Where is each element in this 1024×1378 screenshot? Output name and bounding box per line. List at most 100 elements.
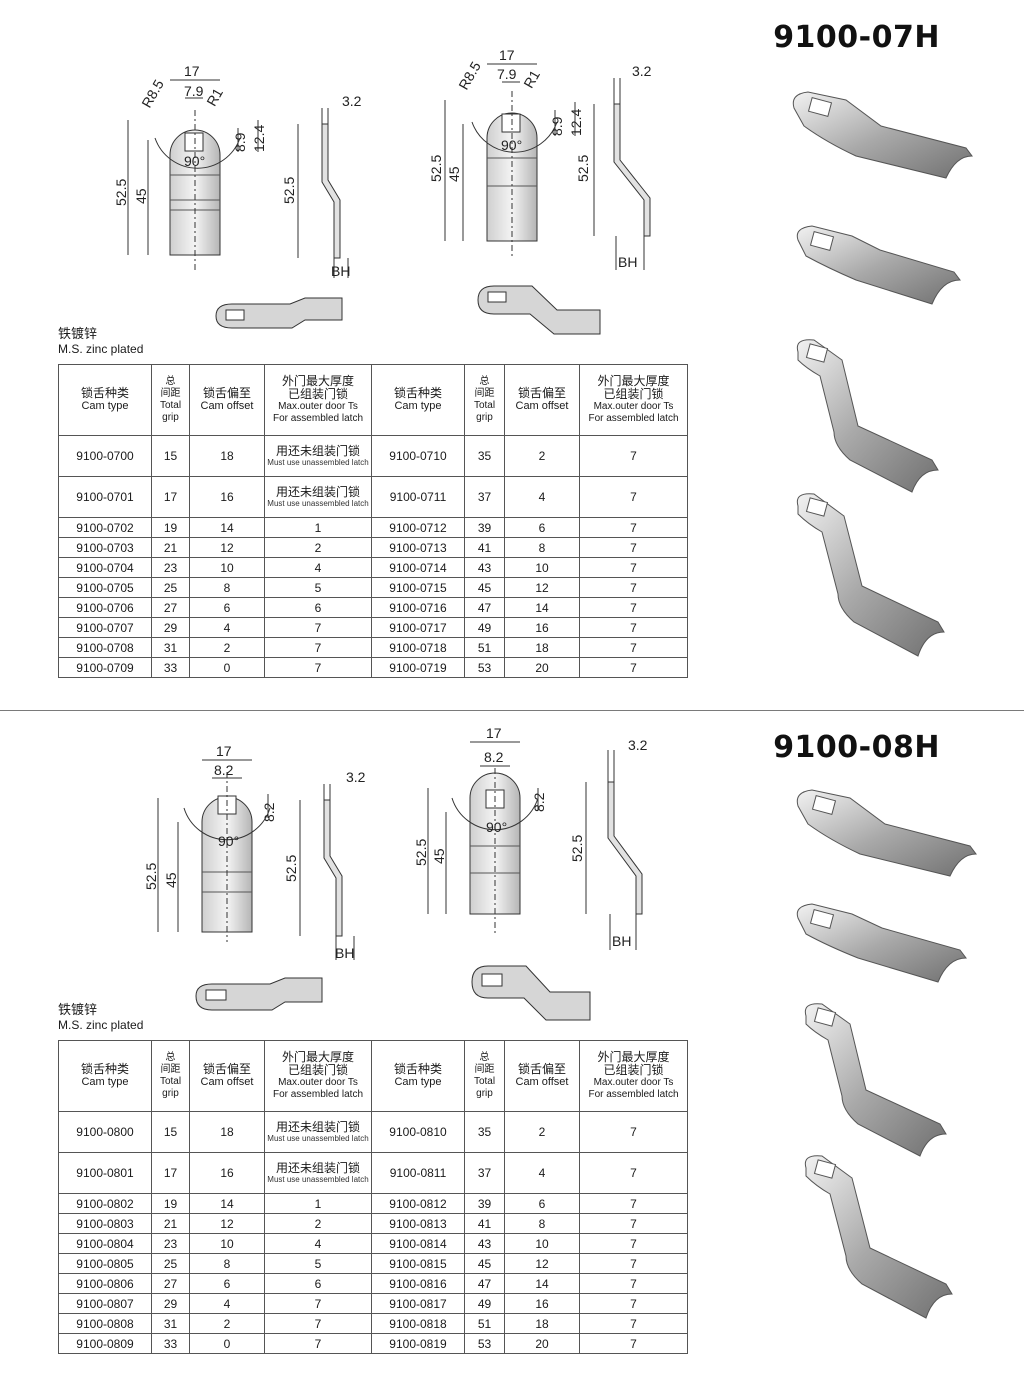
cam-photo [790, 784, 980, 889]
dim-lower: 45 [163, 872, 179, 888]
cam-offset-cell: 20 [504, 657, 580, 678]
cam-type-cell: 9100-0807 [58, 1293, 152, 1314]
total-grip-cell: 19 [151, 517, 190, 538]
front-view-drawing-b: 17 8.2 90° 8.2 52.5 45 [410, 718, 580, 938]
total-grip-cell: 29 [151, 617, 190, 638]
dim-r-outer: R8.5 [455, 59, 484, 93]
cam-offset-cell: 18 [189, 1111, 265, 1153]
cam-iso-render-small [466, 962, 601, 1027]
model-title: 9100-07H [773, 20, 940, 55]
max-door-cell: 5 [264, 577, 372, 598]
max-door-cell: 4 [264, 1233, 372, 1254]
cam-type-cell: 9100-0800 [58, 1111, 152, 1153]
max-door-cell: 7 [579, 1293, 688, 1314]
max-door-cell: 7 [264, 1333, 372, 1354]
cam-type-cell: 9100-0719 [371, 657, 465, 678]
cam-offset-cell: 18 [504, 637, 580, 658]
max-door-cell: 7 [264, 1313, 372, 1334]
material-cn: 铁镀锌 [58, 1002, 98, 1017]
cam-type-cell: 9100-0809 [58, 1333, 152, 1354]
side-view-drawing-b: 3.2 52.5 BH [566, 736, 666, 961]
dim-width: 17 [216, 743, 232, 759]
total-grip-cell: 25 [151, 577, 190, 598]
max-door-cell: 2 [264, 1213, 372, 1234]
unassembled-note-en: Must use unassembled latch [267, 1133, 369, 1143]
max-door-cell: 7 [579, 517, 688, 538]
total-grip-cell: 25 [151, 1253, 190, 1274]
cam-type-cell: 9100-0713 [371, 537, 465, 558]
total-grip-cell: 41 [464, 537, 505, 558]
cam-type-cell: 9100-0802 [58, 1193, 152, 1214]
total-grip-cell: 35 [464, 435, 505, 477]
cam-offset-cell: 2 [504, 1111, 580, 1153]
cam-offset-cell: 6 [189, 597, 265, 618]
total-grip-cell: 27 [151, 1273, 190, 1294]
cam-offset-cell: 4 [189, 1293, 265, 1314]
cam-type-cell: 9100-0817 [371, 1293, 465, 1314]
dim-thickness: 3.2 [346, 769, 366, 785]
total-grip-cell: 39 [464, 517, 505, 538]
cam-type-cell: 9100-0813 [371, 1213, 465, 1234]
model-title: 9100-08H [773, 730, 940, 765]
dim-angle: 90° [501, 137, 522, 153]
cam-type-cell: 9100-0705 [58, 577, 152, 598]
side-view-drawing-a: 3.2 52.5 BH [278, 88, 378, 288]
cam-photo [800, 1152, 960, 1327]
cam-photo [792, 490, 952, 665]
cam-iso-render-small [472, 282, 612, 342]
cam-type-cell: 9100-0717 [371, 617, 465, 638]
dim-r-inner: R1 [203, 85, 226, 109]
dim-bh: BH [335, 945, 354, 961]
total-grip-cell: 53 [464, 657, 505, 678]
dim-side-height: 52.5 [281, 177, 297, 204]
cam-offset-cell: 12 [189, 1213, 265, 1234]
cam-offset-cell: 16 [504, 617, 580, 638]
dim-square: 8.2 [484, 749, 504, 765]
max-door-cell: 7 [579, 1273, 688, 1294]
material-en: M.S. zinc plated [58, 342, 144, 356]
front-view-drawing-a: 17 8.2 90° 8.2 52.5 45 [130, 742, 290, 942]
cam-offset-cell: 8 [189, 1253, 265, 1274]
dim-lower: 45 [133, 188, 149, 204]
cam-offset-cell: 8 [189, 577, 265, 598]
max-door-cell: 6 [264, 597, 372, 618]
dim-square: 7.9 [497, 66, 517, 82]
max-door-cell: 4 [264, 557, 372, 578]
material-label: 铁镀锌 M.S. zinc plated [58, 1002, 143, 1033]
dim-thickness: 3.2 [342, 93, 362, 109]
cam-type-cell: 9100-0715 [371, 577, 465, 598]
total-grip-cell: 41 [464, 1213, 505, 1234]
cam-type-cell: 9100-0815 [371, 1253, 465, 1274]
side-view-drawing-b: 3.2 52.5 BH [570, 60, 670, 275]
cam-offset-cell: 0 [189, 1333, 265, 1354]
dim-square: 7.9 [184, 83, 204, 99]
total-grip-cell: 53 [464, 1333, 505, 1354]
cam-iso-render-small [210, 296, 350, 341]
dim-h1: 8.2 [531, 792, 547, 812]
dim-total: 52.5 [428, 155, 444, 182]
dim-h1: 8.2 [261, 802, 277, 822]
total-grip-cell: 45 [464, 577, 505, 598]
max-door-cell: 7 [579, 557, 688, 578]
cam-offset-cell: 20 [504, 1333, 580, 1354]
max-door-cell: 5 [264, 1253, 372, 1274]
cam-type-cell: 9100-0700 [58, 435, 152, 477]
section-divider [0, 710, 1024, 711]
max-door-cell: 7 [579, 1253, 688, 1274]
total-grip-cell: 15 [151, 1111, 190, 1153]
